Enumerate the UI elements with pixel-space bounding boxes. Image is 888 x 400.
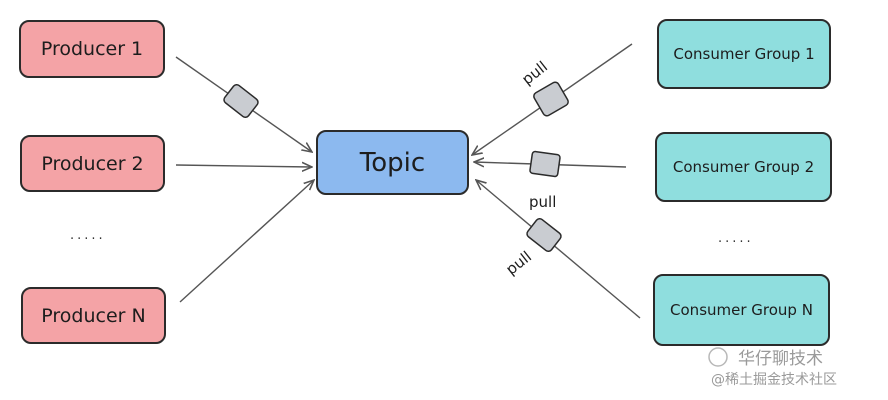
producer-2-box: Producer 2 (20, 135, 165, 192)
pull-label-consumer-2: pull (529, 193, 557, 211)
arrow-consumer-n-pull (476, 180, 641, 319)
consumer-group-2-label: Consumer Group 2 (672, 158, 815, 176)
message-token-consumer-1 (533, 81, 569, 117)
producer-ellipsis: ..... (70, 228, 106, 243)
producer-2-label: Producer 2 (41, 152, 144, 175)
topic-box: Topic (316, 130, 469, 195)
producer-1-label: Producer 1 (40, 38, 144, 60)
consumer-group-n-box: Consumer Group N (653, 274, 830, 346)
arrow-producer-2-to-topic (175, 165, 312, 167)
producer-1-box: Producer 1 (19, 20, 165, 78)
consumer-group-1-label: Consumer Group 1 (673, 45, 815, 63)
consumer-group-1-box: Consumer Group 1 (657, 19, 831, 89)
consumer-ellipsis: ..... (718, 231, 754, 246)
watermark-subtitle: @稀土掘金技术社区 (711, 372, 837, 388)
arrow-producer-n-to-topic (179, 180, 314, 303)
consumer-group-n-label: Consumer Group N (670, 301, 813, 319)
producer-n-label: Producer N (41, 304, 146, 327)
topic-label: Topic (359, 147, 426, 178)
watermark-logo (708, 347, 728, 367)
producer-n-box: Producer N (21, 287, 166, 344)
message-token-consumer-2 (529, 150, 561, 178)
message-token-consumer-n (526, 217, 562, 253)
message-token-producer-1 (223, 83, 259, 119)
consumer-group-2-box: Consumer Group 2 (655, 132, 832, 202)
watermark-title: 华仔聊技术 (738, 349, 823, 369)
